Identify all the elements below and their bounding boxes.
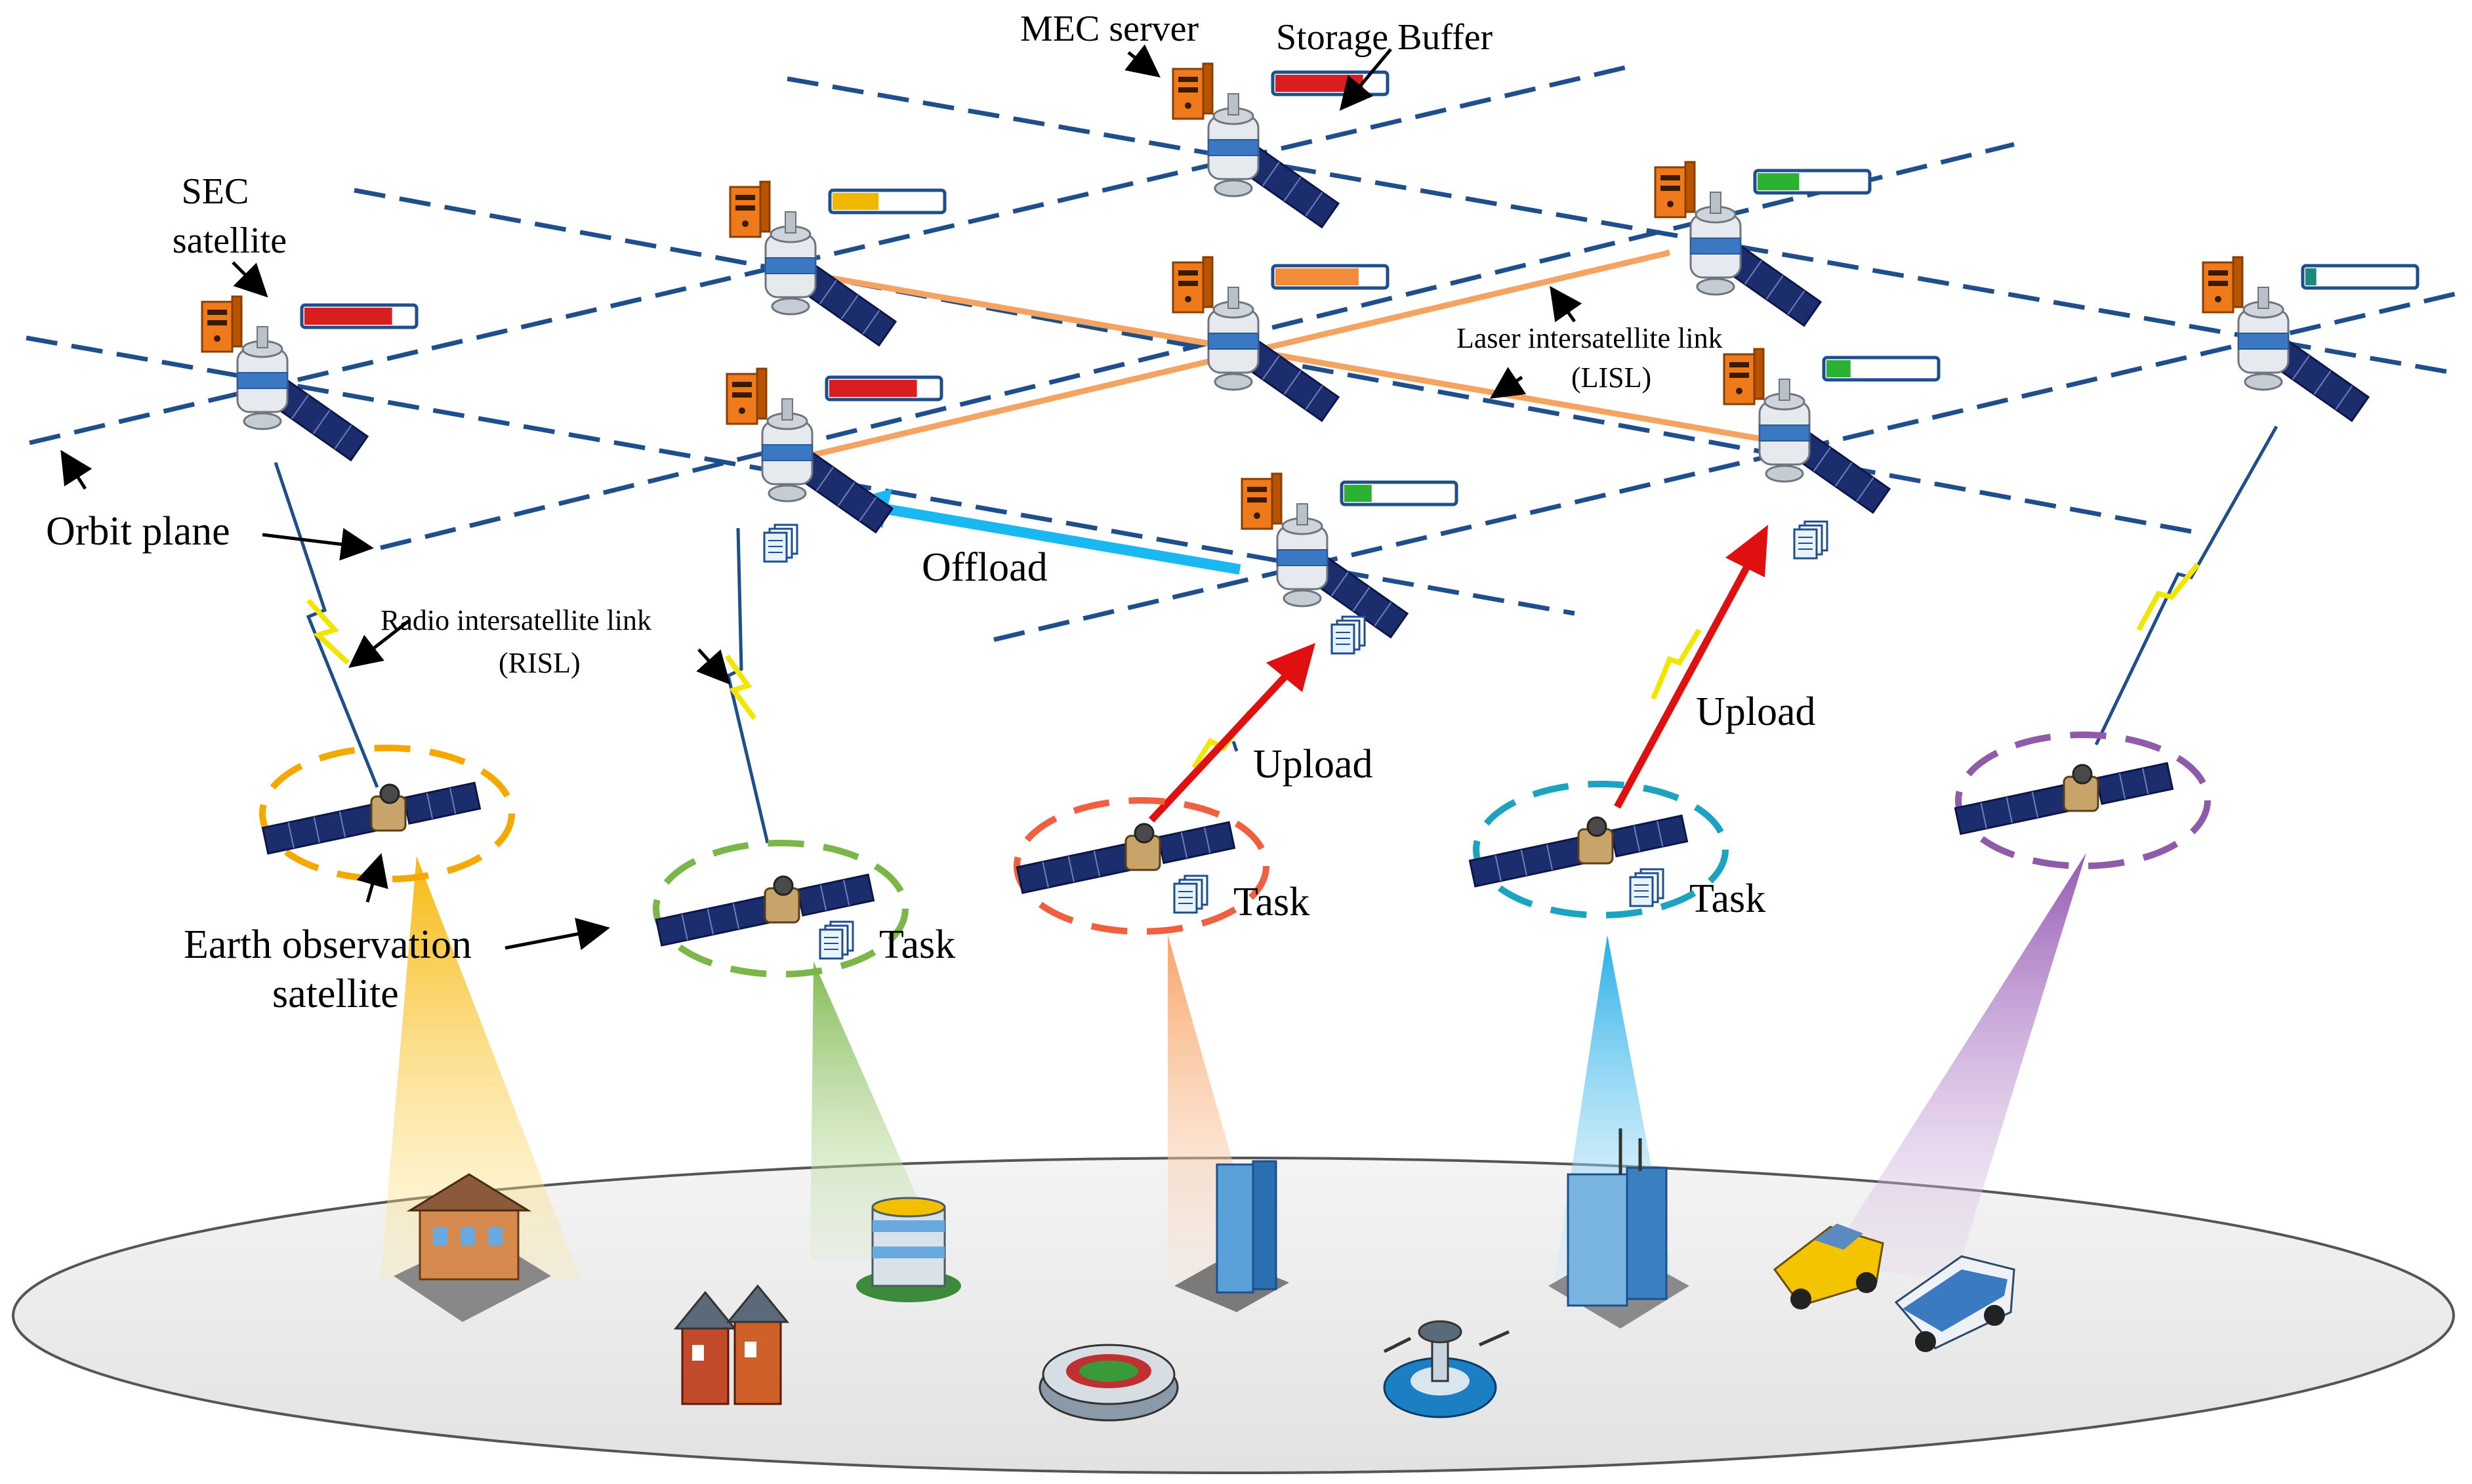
sec-satellite-icon bbox=[1172, 62, 1390, 228]
station-building-icon bbox=[394, 1173, 551, 1322]
label-task-3: Task bbox=[1689, 876, 1765, 921]
labels: MEC server Storage Buffer SEC satellite … bbox=[46, 9, 1816, 1016]
arrows bbox=[843, 489, 1768, 823]
sec-satellites bbox=[201, 62, 2420, 638]
orbit-line bbox=[993, 289, 2464, 642]
sec-satellite-icon bbox=[1654, 161, 1872, 327]
pointer-arrow bbox=[696, 648, 731, 685]
task-icon bbox=[1793, 520, 1828, 560]
task-icon bbox=[1629, 868, 1664, 907]
earth-observation-satellite-icon bbox=[1954, 762, 2174, 835]
coverage-ring bbox=[653, 840, 909, 978]
laser-link bbox=[796, 269, 1785, 446]
storage-buffer-fill bbox=[1275, 75, 1363, 92]
upload-arrow bbox=[1614, 525, 1768, 809]
coverage-beam-purple bbox=[1824, 853, 2086, 1279]
label-earth-observation-line1: Earth observation bbox=[184, 922, 472, 967]
coverage-beam-green bbox=[810, 961, 945, 1260]
label-radio-link-line2: (RISL) bbox=[499, 647, 581, 679]
label-upload-2: Upload bbox=[1696, 690, 1816, 734]
storage-buffer-fill bbox=[2305, 268, 2317, 285]
task-icon bbox=[819, 920, 854, 960]
label-mec-server: MEC server bbox=[1020, 9, 1199, 49]
sec-satellite-icon bbox=[2202, 256, 2420, 422]
glass-tower-icon bbox=[1548, 1128, 1689, 1329]
pointer-arrow bbox=[1124, 44, 1161, 78]
radio-link bbox=[1651, 628, 1702, 700]
sec-satellite-icon bbox=[1172, 256, 1390, 422]
storage-buffer-frame bbox=[2301, 264, 2420, 290]
pointer-arrow bbox=[60, 449, 93, 490]
label-offload: Offload bbox=[922, 545, 1048, 590]
label-laser-link-line2: (LISL) bbox=[1571, 361, 1651, 394]
task-icon bbox=[1173, 875, 1208, 914]
storage-buffer-fill bbox=[304, 308, 392, 325]
pointer-arrow bbox=[232, 261, 268, 298]
taxi-icon bbox=[1773, 1224, 1884, 1309]
sec-satellite-icon bbox=[729, 180, 947, 346]
pointer-arrows bbox=[60, 44, 1582, 951]
upload-arrow bbox=[1148, 643, 1315, 823]
storage-buffer-fill bbox=[1826, 360, 1851, 377]
sec-satellite-icon bbox=[1241, 472, 1458, 638]
pointer-arrow bbox=[1489, 367, 1527, 399]
label-task-2: Task bbox=[1233, 880, 1309, 924]
pointer-arrow bbox=[505, 918, 610, 951]
coverage-ring bbox=[259, 745, 515, 882]
coverage-ring bbox=[1473, 781, 1729, 918]
storage-buffer-frame bbox=[1822, 356, 1941, 382]
storage-buffer-fill bbox=[1344, 485, 1372, 502]
pointer-arrow bbox=[1550, 285, 1582, 323]
radio-link bbox=[274, 462, 379, 788]
sec-satellite-icon bbox=[201, 295, 419, 461]
radio-link bbox=[2094, 425, 2278, 746]
label-upload-1: Upload bbox=[1253, 742, 1373, 787]
bus-icon bbox=[1894, 1255, 2015, 1352]
airport-tower-icon bbox=[1383, 1320, 1510, 1418]
sec-satellite-icon bbox=[1723, 348, 1941, 514]
skyscraper-icon bbox=[1174, 1160, 1289, 1312]
storage-buffer-fill bbox=[829, 380, 917, 397]
label-earth-observation-line2: satellite bbox=[272, 972, 399, 1016]
label-radio-link-line1: Radio intersatellite link bbox=[381, 604, 651, 636]
pointer-arrow bbox=[262, 527, 374, 561]
coverage-beams bbox=[381, 853, 2086, 1279]
ground-objects bbox=[394, 1128, 2015, 1422]
houses-icon bbox=[673, 1284, 790, 1405]
pointer-arrow bbox=[348, 619, 411, 669]
label-orbit-plane: Orbit plane bbox=[46, 509, 230, 554]
stadium-icon bbox=[1039, 1344, 1179, 1422]
label-task-1: Task bbox=[879, 922, 955, 967]
eo-satellites bbox=[259, 732, 2211, 978]
pointer-arrow bbox=[356, 853, 388, 903]
coverage-beam-yellow bbox=[381, 856, 581, 1279]
sec-satellite-icon bbox=[726, 367, 943, 533]
label-sec-satellite-line2: satellite bbox=[173, 220, 287, 261]
task-icon bbox=[763, 524, 798, 563]
earth-observation-satellite-icon bbox=[261, 781, 482, 855]
radio-link bbox=[724, 527, 770, 844]
orbit-line bbox=[787, 76, 2461, 377]
coverage-ring bbox=[1014, 797, 1269, 935]
storage-buffer-fill bbox=[833, 193, 879, 210]
coverage-ring bbox=[1955, 732, 2211, 869]
storage-buffer-fill bbox=[1758, 173, 1800, 190]
label-sec-satellite-line1: SEC bbox=[182, 171, 249, 212]
label-storage-buffer: Storage Buffer bbox=[1276, 17, 1493, 58]
pointer-arrow bbox=[1339, 48, 1392, 111]
storage-buffer-fill bbox=[1275, 268, 1359, 285]
label-laser-link-line1: Laser intersatellite link bbox=[1456, 322, 1723, 354]
task-icon bbox=[1330, 615, 1366, 655]
office-building-icon bbox=[856, 1197, 961, 1302]
